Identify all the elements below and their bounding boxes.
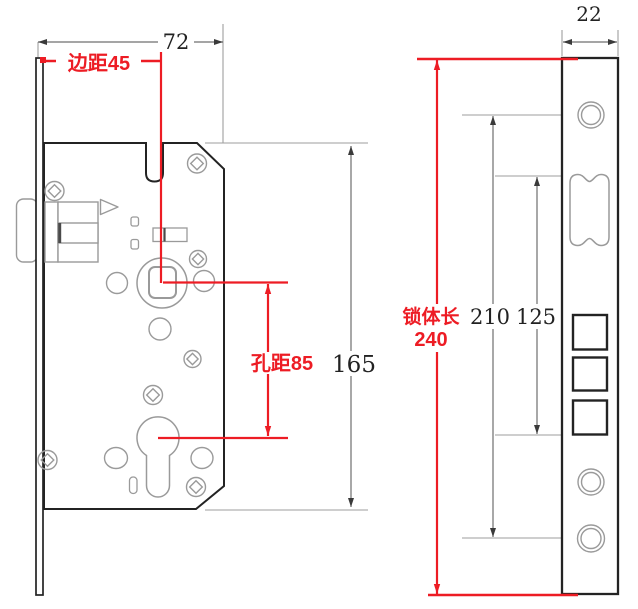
round-hole-right: [192, 269, 216, 293]
dim-72: [38, 39, 223, 45]
slide-bar: [152, 227, 188, 243]
dim-label-22: 22: [576, 2, 601, 26]
dim-165: [348, 146, 354, 507]
lock-body-outline: [43, 142, 225, 510]
screw-icon: [183, 349, 202, 369]
square-hole-3: [571, 399, 609, 436]
front-view: [15, 57, 225, 596]
round-hole-center: [148, 317, 172, 341]
dim-label-body-length: 锁体长: [402, 305, 460, 328]
dim-label-125: 125: [516, 305, 556, 329]
screw-hole-middle: [577, 468, 605, 496]
latch-bolt-assembly: [44, 198, 119, 263]
text-backgrounds: [56, 31, 557, 376]
latch-cutout: [569, 173, 610, 247]
cylinder-keyhole: [136, 416, 180, 498]
screw-icon: [186, 153, 208, 174]
dim-label-165: 165: [332, 352, 376, 378]
dim-label-72: 72: [163, 30, 190, 54]
screw-icon: [188, 249, 208, 269]
screw-icon: [142, 384, 164, 406]
screw-icon: [185, 476, 207, 498]
screw-hole-bottom: [576, 524, 606, 553]
dimension-labels: 72 边距45 165 孔距85 22 210 125 锁体长 240: [67, 2, 602, 378]
small-slot: [128, 476, 138, 495]
oval-hole-left: [103, 446, 129, 470]
screws: [37, 153, 208, 498]
latch-bolt-protrusion: [15, 198, 39, 263]
screw-hole-top: [577, 101, 605, 129]
dim-label-210: 210: [470, 305, 510, 329]
faceplate-edge-strip: [35, 57, 44, 596]
dim-label-hole-distance: 孔距85: [251, 352, 313, 375]
oval-hole-right: [190, 446, 214, 470]
screw-icon: [37, 449, 58, 471]
round-hole-left: [105, 271, 129, 295]
square-hole-2: [571, 356, 609, 392]
latch-direction-triangle: [99, 198, 119, 216]
screw-icon: [44, 180, 65, 202]
dim-value-body-length: 240: [414, 329, 447, 351]
square-hole-1: [571, 313, 609, 351]
side-view: [560, 56, 620, 596]
dim-label-edge-distance: 边距45: [67, 52, 130, 75]
internal-parts: [103, 216, 216, 498]
dim-22: [563, 39, 617, 45]
